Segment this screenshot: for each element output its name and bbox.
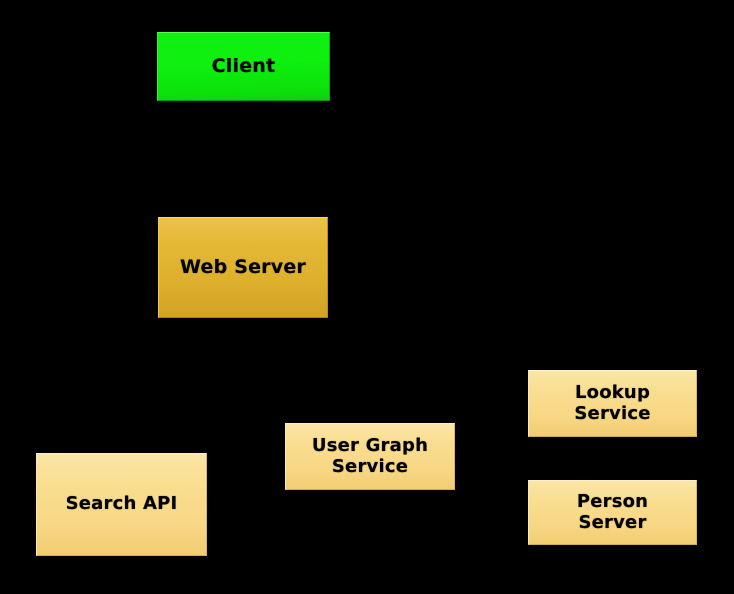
node-person-server[interactable]: Person Server <box>528 480 697 545</box>
node-user-graph-service[interactable]: User Graph Service <box>285 423 455 490</box>
node-label-person-server: Person Server <box>576 491 649 533</box>
node-label-client: Client <box>211 54 276 77</box>
node-lookup-service[interactable]: Lookup Service <box>528 370 697 437</box>
node-web-server[interactable]: Web Server <box>158 217 328 318</box>
node-label-search-api: Search API <box>65 493 178 515</box>
node-search-api[interactable]: Search API <box>36 453 207 556</box>
node-label-lookup-service: Lookup Service <box>574 382 651 424</box>
node-label-user-graph-service: User Graph Service <box>311 435 429 477</box>
node-label-web-server: Web Server <box>180 255 306 278</box>
node-client[interactable]: Client <box>157 32 330 101</box>
